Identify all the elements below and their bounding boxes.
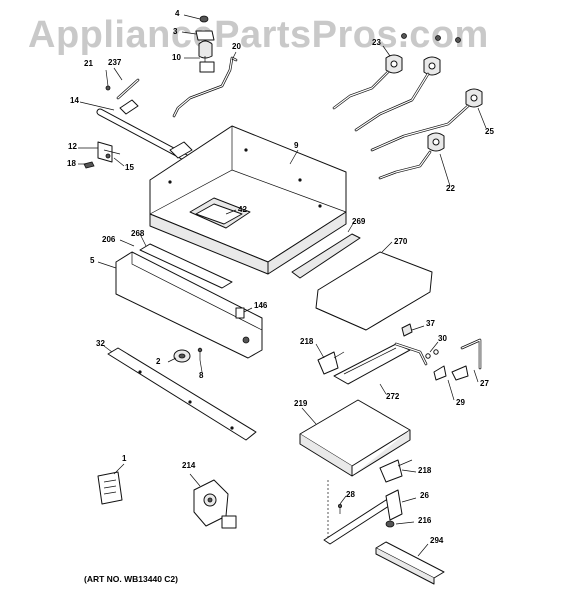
callout-3: 3: [173, 27, 178, 36]
callout-12: 12: [68, 142, 77, 151]
tube-27: [451, 338, 482, 381]
callout-270: 270: [394, 237, 408, 246]
callout-9: 9: [294, 141, 299, 150]
callout-18: 18: [67, 159, 76, 168]
valve-214: [193, 479, 237, 529]
callout-23: 23: [372, 38, 381, 47]
callout-21: 21: [84, 59, 93, 68]
panel-269: [291, 233, 361, 279]
manual-1: [97, 471, 123, 505]
callout-14: 14: [70, 96, 79, 105]
callout-26: 26: [420, 491, 429, 500]
callout-22: 22: [446, 184, 455, 193]
leader-lines: [78, 14, 487, 557]
callout-206: 206: [102, 235, 116, 244]
callout-27: 27: [480, 379, 489, 388]
callout-5: 5: [90, 256, 95, 265]
callout-42: 42: [238, 205, 247, 214]
strip-268: [139, 243, 233, 289]
callout-268: 268: [131, 229, 145, 238]
part-216: [385, 520, 395, 528]
bracket-272: [333, 342, 428, 385]
base-pan: [149, 125, 347, 275]
callout-237: 237: [108, 58, 122, 67]
callout-30: 30: [438, 334, 447, 343]
igniter-218-bottom: [379, 459, 413, 483]
callout-216: 216: [418, 516, 432, 525]
panel-270: [315, 251, 433, 331]
callout-8: 8: [199, 371, 204, 380]
panel-219: [299, 399, 411, 477]
burner-tubes: [332, 70, 470, 180]
part-37: [401, 323, 413, 337]
callout-28: 28: [346, 490, 355, 499]
callout-218-bottom: 218: [418, 466, 432, 475]
callout-37: 37: [426, 319, 435, 328]
valve-assembly-top: [195, 15, 215, 73]
watermark: AppliancePartsPros.com: [28, 14, 489, 56]
rail-32: [107, 347, 257, 441]
callout-294: 294: [430, 536, 444, 545]
bracket-294: [375, 541, 445, 585]
front-panel-5: [115, 251, 263, 359]
callout-25: 25: [485, 127, 494, 136]
callout-2: 2: [156, 357, 161, 366]
callout-1: 1: [122, 454, 127, 463]
tube-20: [172, 56, 238, 118]
electrode-30: [425, 349, 447, 381]
bracket-12: [83, 141, 121, 169]
callout-4: 4: [175, 9, 180, 18]
callout-218-top: 218: [300, 337, 314, 346]
callout-10: 10: [172, 53, 181, 62]
manifold-pipe: [96, 78, 194, 164]
callout-20: 20: [232, 42, 241, 51]
burner-valves: [385, 33, 483, 152]
rod-26: [323, 480, 403, 545]
callout-29: 29: [456, 398, 465, 407]
art-number: (ART NO. WB13440 C2): [84, 574, 178, 584]
knob-2: [173, 349, 191, 363]
callout-269: 269: [352, 217, 366, 226]
screw-8: [197, 347, 203, 360]
callout-219: 219: [294, 399, 308, 408]
callout-272: 272: [386, 392, 400, 401]
screw-28: [337, 503, 342, 514]
callout-32: 32: [96, 339, 105, 348]
callout-15: 15: [125, 163, 134, 172]
callout-146: 146: [254, 301, 268, 310]
igniter-218-top: [317, 351, 345, 375]
callout-214: 214: [182, 461, 196, 470]
